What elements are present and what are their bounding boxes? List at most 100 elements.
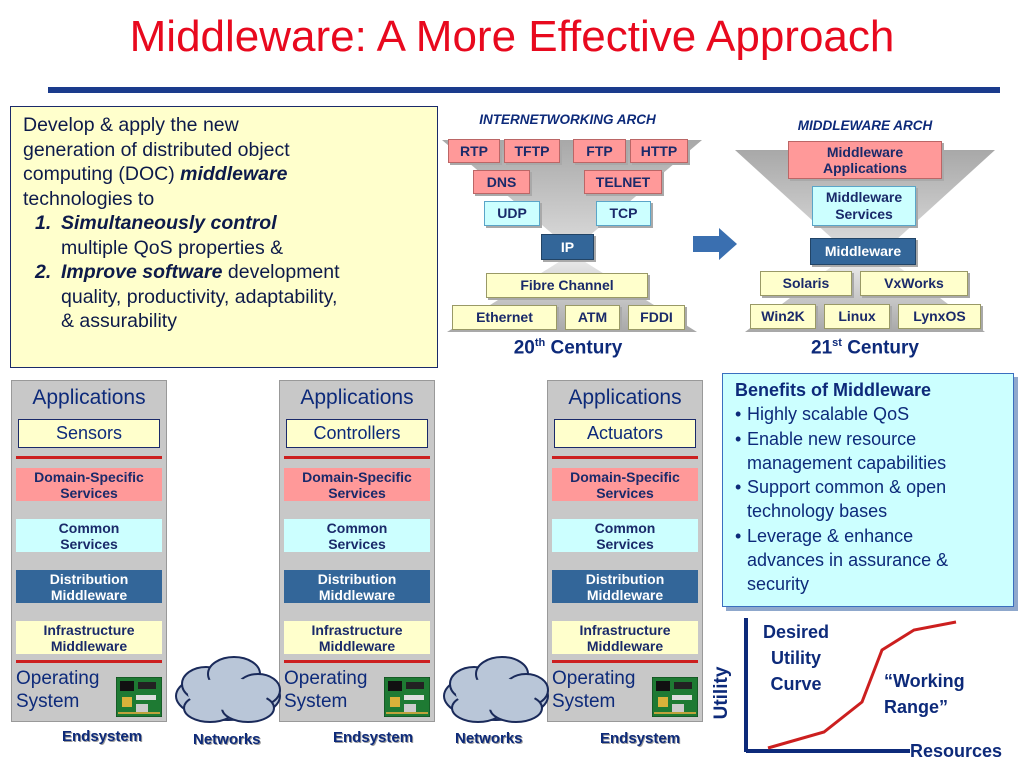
protocol-tftp: TFTP xyxy=(504,139,560,163)
benefits-box: Benefits of Middleware Highly scalable Q… xyxy=(722,373,1014,607)
layer-line: Middleware xyxy=(50,587,128,603)
layer-line: Middleware xyxy=(586,587,664,603)
endsystem-column-controllers: Applications Controllers Domain-Specific… xyxy=(279,380,435,722)
intro-line: generation of distributed object xyxy=(23,138,290,161)
intro-box: Develop & apply the new generation of di… xyxy=(10,106,438,368)
layer-line: Infrastructure xyxy=(579,622,671,638)
layer-line: Domain-Specific xyxy=(570,469,680,485)
node-actuators: Actuators xyxy=(554,419,696,448)
circuit-board-icon xyxy=(384,677,430,717)
resources-axis-label: Resources xyxy=(910,741,1003,761)
intro-line: computing (DOC) middleware xyxy=(23,162,429,187)
platform-linux: Linux xyxy=(824,304,890,329)
platform-solaris: Solaris xyxy=(760,271,852,296)
middleware-services: Middleware Services xyxy=(812,186,916,226)
century-label-20th: 20th Century xyxy=(488,337,648,359)
platform-win2k: Win2K xyxy=(750,304,816,329)
node-controllers: Controllers xyxy=(286,419,428,448)
utility-axis-label: Utility xyxy=(711,666,732,720)
layer-divider xyxy=(552,660,698,663)
layer-line: Distribution xyxy=(317,571,397,587)
benefit-line: Support common & open xyxy=(747,477,947,498)
layer-divider xyxy=(284,660,430,663)
networks-caption: Networks xyxy=(455,730,523,747)
os-line: System xyxy=(552,691,616,712)
intro-list: 1. Simultaneously control multiple QoS p… xyxy=(23,211,429,334)
label-line: Curve xyxy=(770,674,822,694)
platform-lynxos: LynxOS xyxy=(898,304,981,329)
label-line: Range” xyxy=(884,697,949,717)
item-emphasis: Simultaneously control xyxy=(61,212,277,234)
layer-line: Middleware xyxy=(318,638,396,654)
utility-curve-line xyxy=(767,620,957,750)
item-text: quality, productivity, adaptability, xyxy=(61,285,338,308)
item-number: 2. xyxy=(35,261,52,283)
item-emphasis: Improve software xyxy=(61,261,223,283)
page-title: Middleware: A More Effective Approach xyxy=(129,12,895,61)
benefit-line: advances in assurance & xyxy=(747,550,949,571)
intro-list-item: 2. Improve software development quality,… xyxy=(23,260,429,334)
layer-line: Distribution xyxy=(49,571,129,587)
title-rule xyxy=(48,87,1000,93)
item-number: 1. xyxy=(35,212,52,234)
protocol-atm: ATM xyxy=(565,305,620,330)
networks-caption: Networks xyxy=(193,731,261,748)
layer-line: Infrastructure xyxy=(43,622,135,638)
benefit-item: Support common & open technology bases xyxy=(735,475,1005,524)
intro-line: Develop & apply the new xyxy=(23,114,239,136)
century-word: Century xyxy=(847,337,919,359)
label-line: “Working xyxy=(884,671,965,691)
benefits-heading: Benefits of Middleware xyxy=(735,380,932,400)
protocol-udp: UDP xyxy=(484,201,540,226)
century-number: 20 xyxy=(513,337,535,359)
os-line: Operating xyxy=(284,668,368,689)
layer-line: Common xyxy=(594,520,656,536)
benefit-line: management capabilities xyxy=(747,452,947,473)
benefit-line: Leverage & enhance xyxy=(747,525,914,546)
layer-divider xyxy=(552,456,698,459)
benefit-line: security xyxy=(747,574,810,595)
protocol-ethernet: Ethernet xyxy=(452,305,557,330)
internetworking-arch-heading: INTERNETWORKING ARCH xyxy=(479,112,656,127)
os-line: Operating xyxy=(552,668,636,689)
benefit-item: Enable new resource management capabiliti… xyxy=(735,427,1005,476)
endsystem-caption: Endsystem xyxy=(62,728,143,745)
protocol-fddi: FDDI xyxy=(628,305,685,330)
layer-line: Services xyxy=(328,536,386,552)
os-line: System xyxy=(284,691,348,712)
century-suffix: st xyxy=(832,337,842,349)
layer-line: Domain-Specific xyxy=(34,469,144,485)
endsystem-caption: Endsystem xyxy=(333,729,414,746)
century-label-21st: 21st Century xyxy=(785,337,945,359)
benefit-line: Highly scalable QoS xyxy=(747,404,910,425)
intro-text: computing (DOC) xyxy=(23,163,181,185)
protocol-ftp: FTP xyxy=(573,139,626,163)
layer-line: Services xyxy=(596,536,654,552)
benefit-line: technology bases xyxy=(747,501,888,522)
benefit-item: Leverage & enhance advances in assurance … xyxy=(735,524,1005,597)
endsystem-caption: Endsystem xyxy=(600,730,681,747)
layer-line: Infrastructure xyxy=(311,622,403,638)
intro-emphasis: middleware xyxy=(180,163,288,185)
layer-divider xyxy=(16,456,162,459)
layer-divider xyxy=(16,660,162,663)
layer-line: Services xyxy=(60,536,118,552)
benefit-line: Enable new resource xyxy=(747,428,917,449)
applications-label: Applications xyxy=(32,386,146,409)
layer-line: Domain-Specific xyxy=(302,469,412,485)
os-line: System xyxy=(16,691,80,712)
century-suffix: th xyxy=(534,337,546,349)
